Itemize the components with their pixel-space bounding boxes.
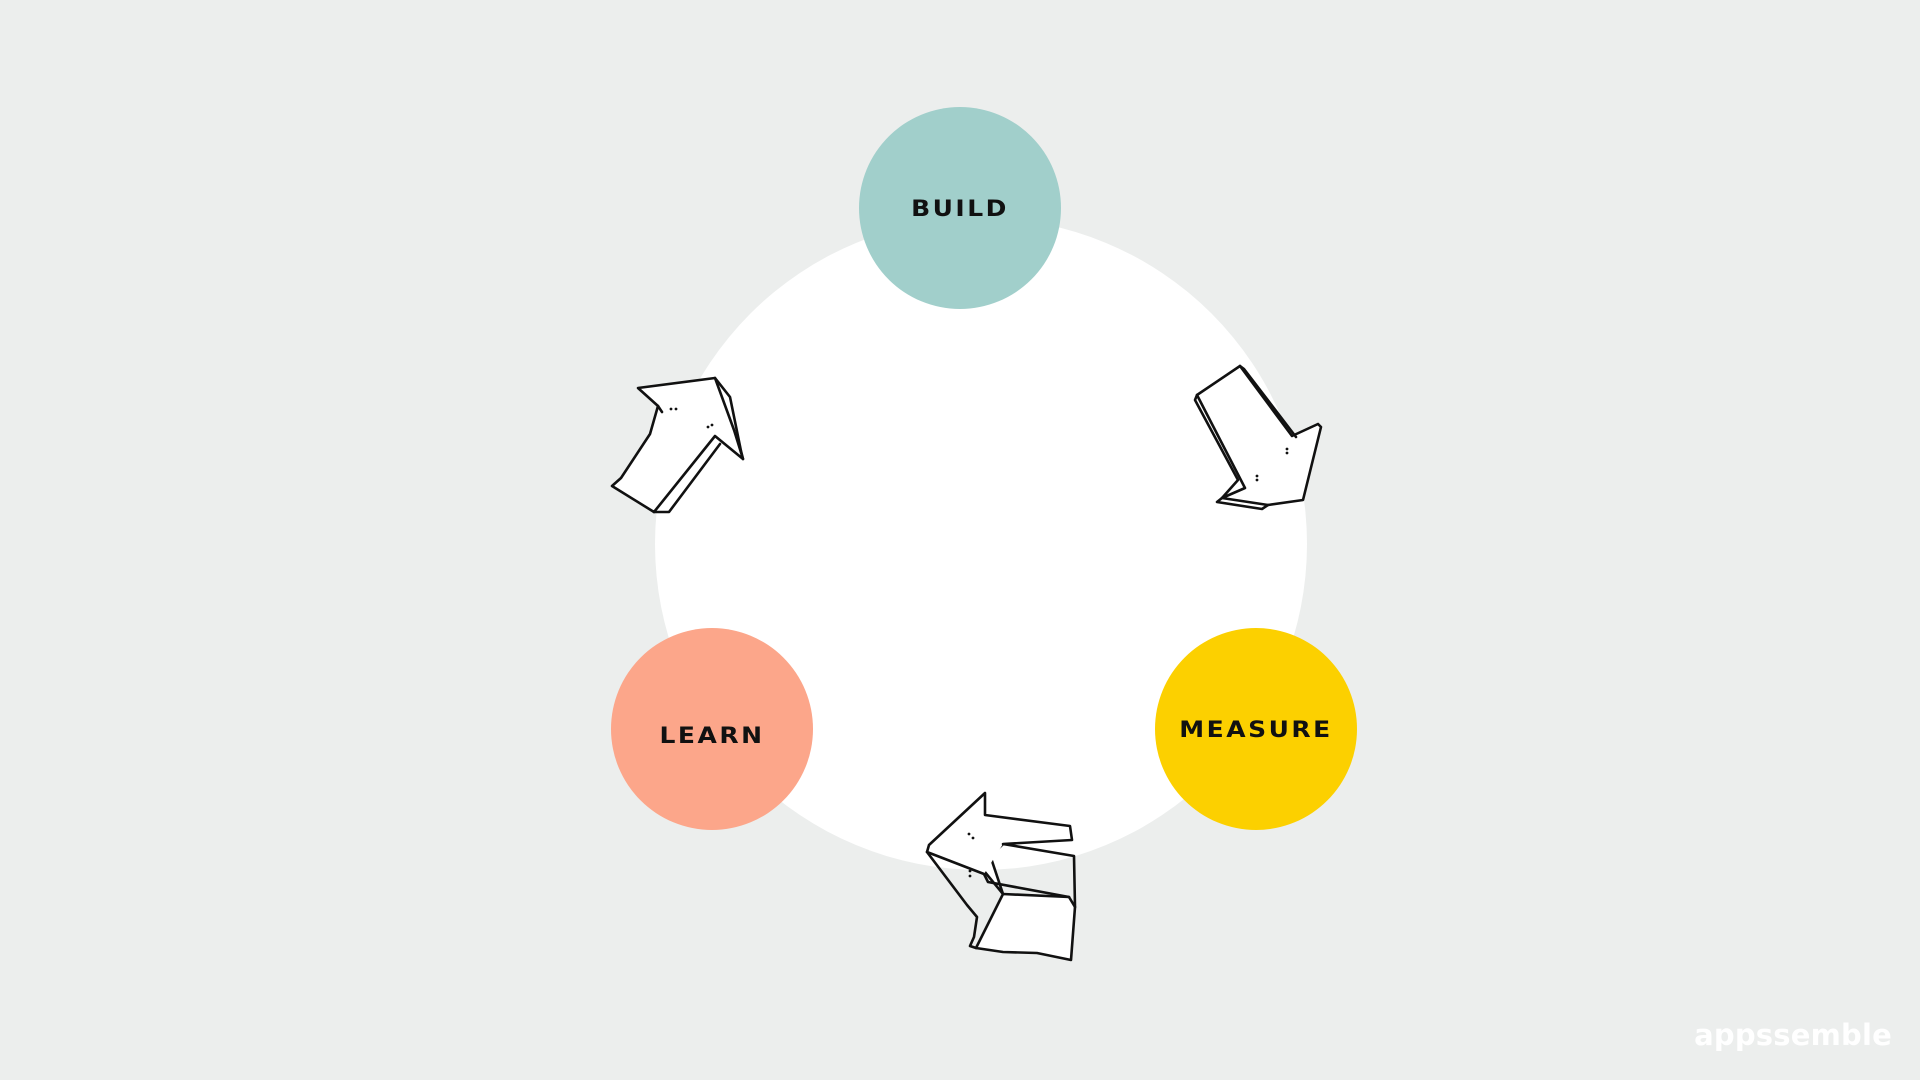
arrow-build-to-measure bbox=[1193, 364, 1323, 511]
node-measure: MEASURE bbox=[1155, 628, 1357, 830]
arrow-measure-to-learn bbox=[925, 791, 1077, 962]
node-label-learn: LEARN bbox=[659, 722, 765, 748]
node-label-build: BUILD bbox=[911, 195, 1009, 221]
node-build: BUILD bbox=[859, 107, 1061, 309]
node-label-measure: MEASURE bbox=[1179, 716, 1333, 742]
node-learn: LEARN bbox=[611, 628, 813, 830]
arrow-learn-to-build bbox=[610, 376, 745, 514]
brand-logo: appssemble bbox=[1694, 1018, 1892, 1052]
